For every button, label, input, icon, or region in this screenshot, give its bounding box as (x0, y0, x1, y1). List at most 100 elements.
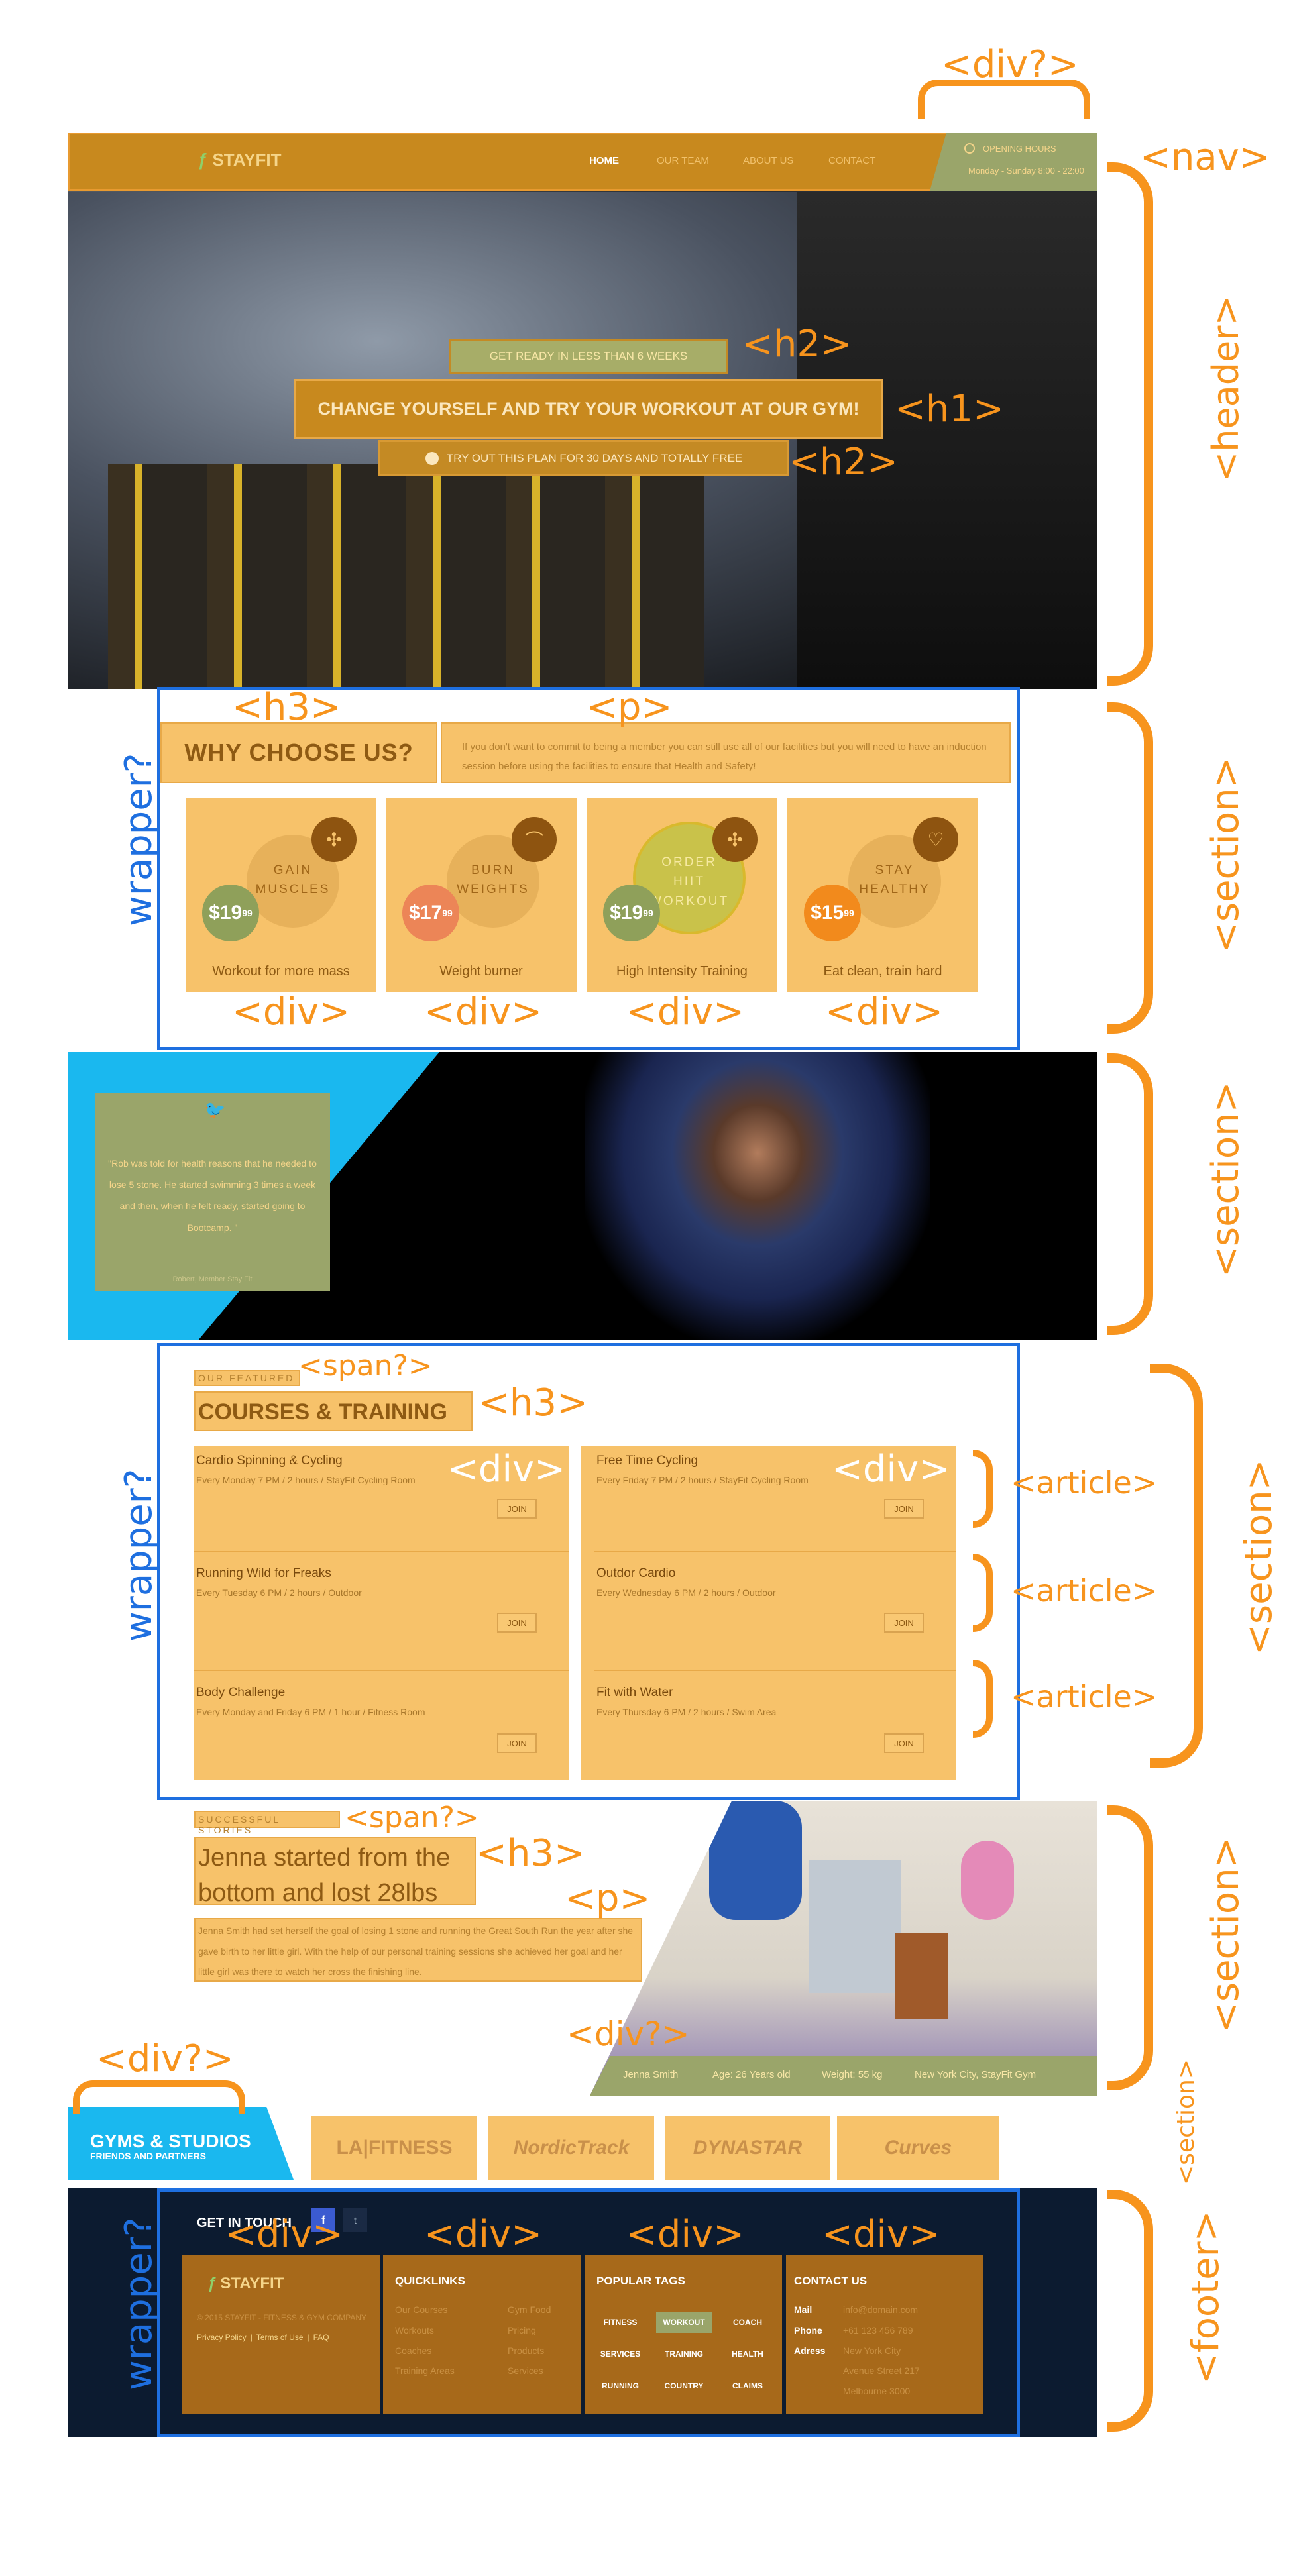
footer-col-contact: CONTACT US Mail Phone Adress info@domain… (786, 2255, 983, 2414)
course-article[interactable]: Outdor Cardio Every Wednesday 6 PM / 2 h… (594, 1552, 956, 1671)
heart-icon: ♡ (913, 817, 958, 862)
course-article[interactable]: Fit with Water Every Thursday 6 PM / 2 h… (594, 1671, 956, 1780)
tag[interactable]: WORKOUT (656, 2312, 712, 2333)
footer-link[interactable]: Training Areas (395, 2365, 455, 2377)
tag[interactable]: TRAINING (665, 2349, 703, 2359)
annotation-div: <div> (232, 991, 351, 1034)
annotation-section: <section> (1204, 1081, 1247, 1277)
tag[interactable]: SERVICES (600, 2349, 641, 2359)
nav-item-team[interactable]: OUR TEAM (657, 155, 709, 166)
annotation-div: <div?> (941, 43, 1079, 86)
twitter-icon[interactable]: 🐦 (204, 1100, 226, 1120)
annotation-brace (1107, 162, 1153, 686)
annotation-div: <div> (825, 991, 944, 1034)
course-article[interactable]: Running Wild for Freaks Every Tuesday 6 … (194, 1552, 569, 1671)
annotation-brace (1107, 2190, 1153, 2432)
partner-logo[interactable]: NordicTrack (488, 2116, 654, 2180)
annotation-span: <span?> (298, 1349, 433, 1383)
nav-item-about[interactable]: ABOUT US (743, 155, 794, 166)
tag[interactable]: RUNNING (602, 2381, 639, 2390)
footer-link[interactable]: Services (508, 2365, 543, 2377)
join-button[interactable]: JOIN (497, 1499, 537, 1519)
partners-label: GYMS & STUDIOS FRIENDS AND PARTNERS (68, 2107, 294, 2180)
join-button[interactable]: JOIN (497, 1613, 537, 1633)
tag[interactable]: COACH (733, 2318, 762, 2327)
story-bar: Jenna Smith Age: 26 Years old Weight: 55… (590, 2056, 1097, 2096)
privacy-link[interactable]: Privacy Policy (197, 2333, 247, 2342)
play-icon[interactable] (425, 451, 439, 465)
footer-link[interactable]: Products (508, 2345, 545, 2356)
tag[interactable]: CLAIMS (732, 2381, 763, 2390)
nav-item-contact[interactable]: CONTACT (828, 155, 876, 166)
annotation-div: <div> (424, 2213, 543, 2256)
story-title: Jenna started from the bottom and lost 2… (194, 1837, 476, 1907)
course-article[interactable]: Body Challenge Every Monday and Friday 6… (194, 1671, 569, 1780)
join-button[interactable]: JOIN (884, 1733, 924, 1753)
annotation-h3: <h3> (232, 686, 341, 729)
brand-logo[interactable]: ƒ STAYFIT (197, 150, 282, 170)
hero-h1: CHANGE YOURSELF AND TRY YOUR WORKOUT AT … (294, 379, 883, 439)
dumbbell-icon: ✣ (712, 817, 758, 862)
terms-link[interactable]: Terms of Use (256, 2333, 304, 2342)
annotation-div: <div> (626, 991, 745, 1034)
testimonial-box: 🐦 "Rob was told for health reasons that … (95, 1093, 330, 1291)
annotation-brace (973, 1450, 993, 1528)
annotation-article: <article> (1011, 1679, 1158, 1715)
join-button[interactable]: JOIN (497, 1733, 537, 1753)
nav-item-home[interactable]: HOME (589, 155, 619, 166)
course-article[interactable]: Free Time Cycling Every Friday 7 PM / 2 … (594, 1446, 956, 1552)
annotation-section: <section> (1204, 1837, 1247, 2033)
annotation-wrapper: wrapper? (117, 1468, 160, 1642)
join-button[interactable]: JOIN (884, 1499, 924, 1519)
footer-col-tags: POPULAR TAGS FITNESS WORKOUT COACH SERVI… (585, 2255, 782, 2414)
clock-icon (964, 143, 975, 154)
opening-hours: OPENING HOURS Monday - Sunday 8:00 - 22:… (930, 133, 1097, 191)
tag[interactable]: HEALTH (732, 2349, 763, 2359)
annotation-wrapper: wrapper? (117, 2217, 160, 2390)
courses-title: COURSES & TRAINING (194, 1391, 473, 1431)
footer-link[interactable]: Gym Food (508, 2304, 551, 2315)
annotation-div: <div> (225, 2213, 344, 2256)
trainer-photo (585, 1052, 930, 1340)
footer-link[interactable]: Our Courses (395, 2304, 448, 2315)
header: ƒ STAYFIT HOME OUR TEAM ABOUT US CONTACT… (68, 133, 1097, 689)
twitter-icon[interactable]: t (343, 2208, 367, 2232)
story-text: Jenna Smith had set herself the goal of … (194, 1918, 642, 1982)
tag[interactable]: FITNESS (603, 2318, 638, 2327)
annotation-article: <article> (1011, 1465, 1158, 1501)
facebook-icon[interactable]: f (311, 2208, 335, 2232)
email-link[interactable]: info@domain.com (843, 2304, 919, 2315)
annotation-h3: <h3> (476, 1832, 585, 1875)
annotation-h2: <h2> (742, 323, 852, 366)
partner-logo[interactable]: DYNASTAR (665, 2116, 830, 2180)
join-button[interactable]: JOIN (884, 1613, 924, 1633)
get-in-touch: GET IN TOUCH (197, 2216, 292, 2230)
shoe-icon: ⌒ (512, 817, 557, 862)
story-kicker: SUCCESSFUL STORIES (194, 1811, 340, 1835)
course-article[interactable]: Cardio Spinning & Cycling Every Monday 7… (194, 1446, 569, 1552)
partner-logo[interactable]: Curves (837, 2116, 999, 2180)
footer-wrapper (157, 2188, 1020, 2437)
faq-link[interactable]: FAQ (313, 2333, 329, 2342)
annotation-span: <span?> (345, 1801, 479, 1835)
footer-link[interactable]: Coaches (395, 2345, 432, 2356)
annotation-brace (973, 1554, 993, 1632)
footer-link[interactable]: Pricing (508, 2324, 536, 2335)
annotation-h1: <h1> (895, 388, 1004, 431)
annotation-h2: <h2> (789, 441, 898, 484)
partner-logo[interactable]: LA|FITNESS (311, 2116, 477, 2180)
footer-link[interactable]: Workouts (395, 2324, 434, 2335)
tag[interactable]: COUNTRY (664, 2381, 704, 2390)
annotation-div: <div> (424, 991, 543, 1034)
annotation-div: <div> (447, 1448, 566, 1491)
annotation-div: <div?> (567, 2015, 690, 2053)
